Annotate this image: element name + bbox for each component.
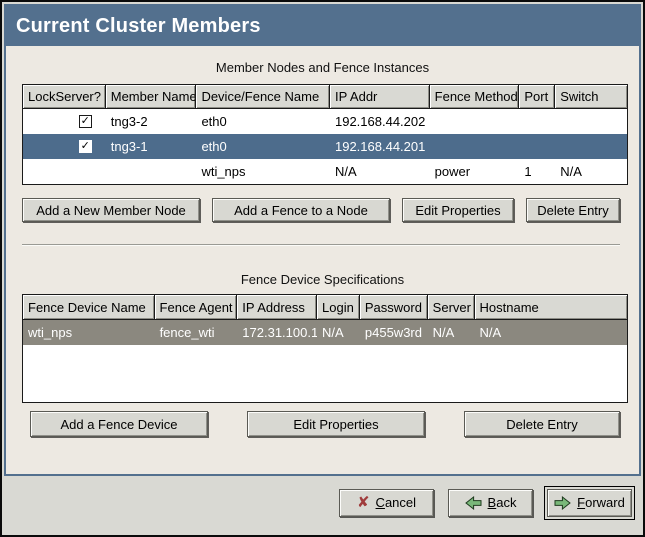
fence-table-empty-area[interactable]: [23, 345, 627, 402]
server-cell: N/A: [432, 325, 455, 340]
ip-addr-cell: 192.168.44.202: [334, 114, 426, 129]
column-header-password[interactable]: Password: [359, 295, 428, 319]
delete-fence-entry-button[interactable]: Delete Entry: [464, 411, 620, 437]
column-header-device-fence-name[interactable]: Device/Fence Name: [196, 85, 330, 108]
fence-agent-cell: fence_wti: [159, 325, 215, 340]
lockserver-checkbox[interactable]: ✓: [78, 115, 92, 128]
member-row-wti-nps[interactable]: wti_nps N/A power 1 N/A: [23, 159, 627, 184]
column-header-switch[interactable]: Switch: [555, 85, 628, 108]
device-fence-name-cell: wti_nps: [201, 164, 246, 179]
fence-table-label: Fence Device Specifications: [240, 272, 405, 287]
switch-cell: [555, 109, 627, 134]
footer-action-bar: ✘ Cancel Back Forward: [4, 476, 641, 529]
checkmark-icon: ✓: [80, 115, 90, 127]
switch-cell: N/A: [560, 164, 582, 179]
delete-member-entry-button[interactable]: Delete Entry: [526, 198, 620, 222]
column-header-server[interactable]: Server: [427, 295, 475, 319]
fence-device-row-wti-nps-selected[interactable]: wti_nps fence_wti 172.31.100.1 N/A p455w…: [23, 320, 627, 345]
login-cell: N/A: [322, 325, 344, 340]
lockserver-cell: [23, 159, 106, 184]
add-fence-device-button[interactable]: Add a Fence Device: [30, 411, 208, 437]
add-member-node-button[interactable]: Add a New Member Node: [22, 198, 200, 222]
member-name-cell: tng3-1: [110, 139, 148, 154]
switch-cell: [555, 134, 627, 159]
port-cell: [519, 109, 555, 134]
member-table-header: LockServer? Member Name Device/Fence Nam…: [23, 85, 628, 109]
device-fence-name-cell: eth0: [201, 139, 227, 154]
lockserver-checkbox[interactable]: ✓: [78, 140, 92, 153]
cancel-x-icon: ✘: [356, 494, 370, 511]
column-header-hostname[interactable]: Hostname: [474, 295, 627, 319]
device-fence-name-cell: eth0: [201, 114, 227, 129]
port-cell: [519, 134, 555, 159]
member-row-tng3-2[interactable]: ✓ tng3-2 eth0 192.168.44.202: [23, 109, 627, 134]
member-name-cell: tng3-2: [110, 114, 148, 129]
forward-label: Forward: [577, 495, 625, 510]
column-header-ip-address[interactable]: IP Address: [237, 295, 318, 319]
column-header-fence-device-name[interactable]: Fence Device Name: [23, 295, 155, 319]
fence-device-actions: Add a Fence Device Edit Properties Delet…: [30, 411, 620, 437]
password-cell: p455w3rd: [364, 325, 422, 340]
port-cell: 1: [524, 164, 532, 179]
back-label: Back: [487, 495, 517, 510]
back-arrow-icon: [464, 495, 482, 510]
forward-arrow-icon: [554, 495, 571, 510]
forward-button[interactable]: Forward: [547, 488, 632, 517]
member-table-label: Member Nodes and Fence Instances: [215, 60, 430, 75]
edit-fence-properties-button[interactable]: Edit Properties: [247, 411, 425, 437]
fence-method-cell: [430, 134, 520, 159]
ip-addr-cell: 192.168.44.201: [334, 139, 426, 154]
lockserver-cell: ✓: [23, 134, 106, 159]
column-header-member-name[interactable]: Member Name: [105, 85, 197, 108]
section-separator: [22, 244, 620, 246]
column-header-fence-agent[interactable]: Fence Agent: [154, 295, 238, 319]
column-header-fence-method[interactable]: Fence Method: [429, 85, 520, 108]
column-header-login[interactable]: Login: [317, 295, 360, 319]
fence-method-cell: power: [434, 164, 471, 179]
edit-member-properties-button[interactable]: Edit Properties: [402, 198, 514, 222]
member-actions: Add a New Member Node Add a Fence to a N…: [22, 198, 620, 222]
ip-address-cell: 172.31.100.1: [242, 325, 318, 340]
fence-method-cell: [430, 109, 520, 134]
page-title-text: Current Cluster Members: [16, 14, 261, 37]
cancel-label: Cancel: [375, 495, 417, 510]
add-fence-to-node-button[interactable]: Add a Fence to a Node: [212, 198, 390, 222]
hostname-cell: N/A: [479, 325, 502, 340]
ip-addr-cell: N/A: [334, 164, 357, 179]
fence-table-header: Fence Device Name Fence Agent IP Address…: [23, 295, 627, 320]
content-panel: Current Cluster Members Member Nodes and…: [4, 4, 641, 476]
checkmark-icon: ✓: [80, 140, 90, 152]
lockserver-cell: ✓: [23, 109, 106, 134]
member-row-tng3-1-selected[interactable]: ✓ tng3-1 eth0 192.168.44.201: [23, 134, 627, 159]
member-nodes-table: LockServer? Member Name Device/Fence Nam…: [22, 84, 628, 185]
back-button[interactable]: Back: [448, 488, 533, 517]
cancel-button[interactable]: ✘ Cancel: [339, 488, 434, 517]
member-name-cell: [106, 159, 197, 184]
fence-devices-table: Fence Device Name Fence Agent IP Address…: [22, 294, 628, 403]
column-header-lockserver[interactable]: LockServer?: [23, 85, 106, 108]
page-title: Current Cluster Members: [6, 6, 639, 46]
fence-device-name-cell: wti_nps: [28, 325, 73, 340]
column-header-ip-addr[interactable]: IP Addr: [329, 85, 430, 108]
column-header-port[interactable]: Port: [519, 85, 556, 108]
